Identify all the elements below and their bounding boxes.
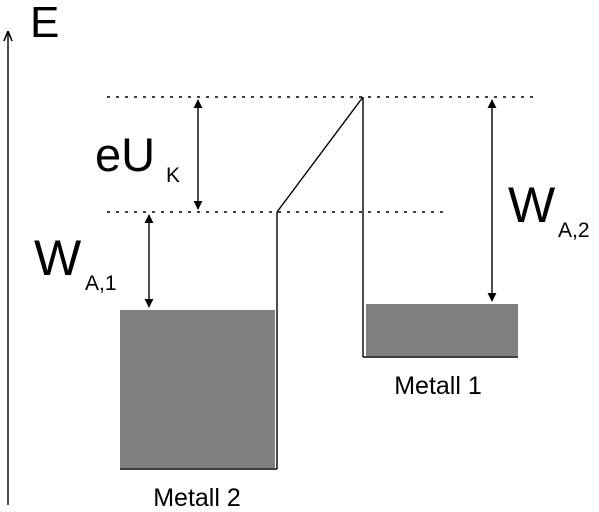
contact-barrier-slope bbox=[276, 96, 364, 213]
energy-axis-label: E bbox=[30, 0, 59, 47]
metal-right-label: Metall 1 bbox=[394, 372, 482, 400]
work-function-2-subscript: A,2 bbox=[558, 219, 590, 242]
contact-potential-label: eU K bbox=[95, 128, 180, 187]
work-function-1-main: W bbox=[34, 230, 82, 286]
contact-potential-main: eU bbox=[95, 128, 155, 181]
metal-left-label: Metall 2 bbox=[153, 484, 241, 512]
metal-right-fermi-sea bbox=[366, 304, 518, 356]
work-function-1-subscript: A,1 bbox=[85, 272, 117, 295]
metal-left-fermi-sea bbox=[120, 310, 275, 468]
work-function-2-main: W bbox=[508, 177, 556, 233]
contact-potential-subscript: K bbox=[166, 164, 180, 187]
